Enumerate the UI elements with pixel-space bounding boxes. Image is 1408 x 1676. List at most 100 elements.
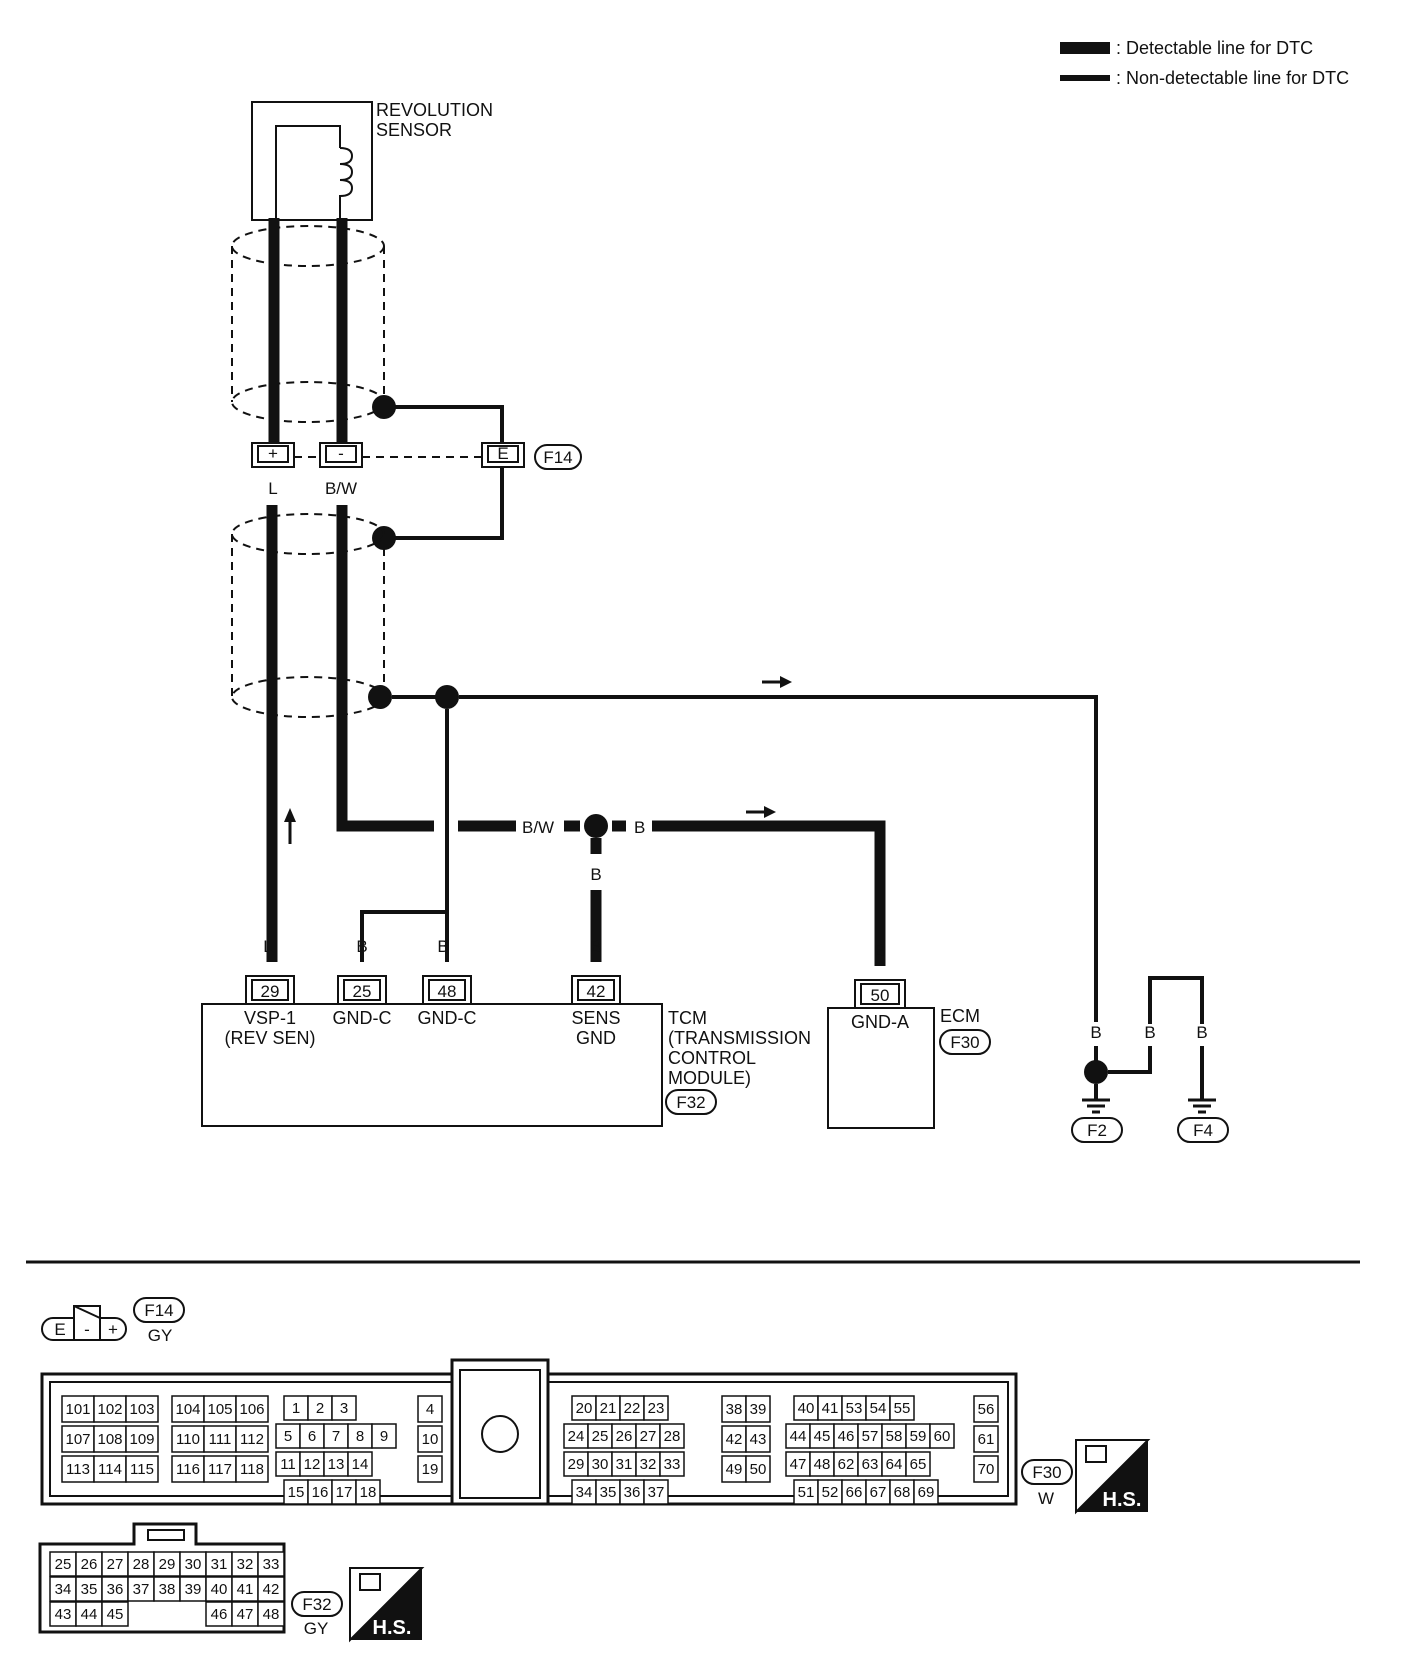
connector-f14: + - E F14 — [251, 442, 582, 470]
pin-cell — [101, 1601, 129, 1627]
pin-cell — [171, 1425, 205, 1453]
pin-number: 34 — [576, 1484, 593, 1501]
pin-number: 26 — [616, 1428, 633, 1445]
tcm-label-4: MODULE) — [668, 1068, 751, 1088]
pin-number: 7 — [332, 1428, 340, 1445]
pin-number: 46 — [211, 1606, 228, 1623]
pin-number: 16 — [312, 1484, 329, 1501]
pin-number: 42 — [263, 1581, 280, 1598]
pin-cell — [643, 1479, 669, 1505]
wire-label-l: L — [263, 937, 272, 956]
pin-cell — [889, 1479, 915, 1505]
pin-number: 22 — [624, 1400, 641, 1417]
tcm-pin-42-name2: GND — [576, 1028, 616, 1048]
pin-number: 114 — [98, 1461, 122, 1478]
pin-number: 63 — [862, 1456, 879, 1473]
pin-number: 31 — [616, 1456, 633, 1473]
pin-cell — [125, 1395, 159, 1423]
tcm-module: 29 25 48 42 VSP-1 (REV SEN) GND-C GND-C … — [201, 975, 811, 1127]
pin-cell — [153, 1551, 181, 1577]
wire-ground-link — [1108, 1046, 1152, 1074]
pin-number: 21 — [600, 1400, 617, 1417]
pin-number: 44 — [81, 1606, 98, 1623]
connector-icon — [1085, 1445, 1107, 1463]
wire-label-bw-lower: B/W — [522, 818, 554, 837]
pin-cell — [721, 1455, 747, 1483]
pin-cell — [75, 1601, 103, 1627]
ecm-connector-id: F30 — [950, 1033, 979, 1052]
f14-face-color: GY — [148, 1326, 173, 1345]
pin-number: 44 — [790, 1428, 807, 1445]
pin-number: 33 — [664, 1456, 681, 1473]
pin-cell — [323, 1423, 349, 1449]
pin-cell — [857, 1451, 883, 1477]
f14-face-id: F14 — [144, 1301, 173, 1320]
pin-number: 9 — [380, 1428, 388, 1445]
pin-number: 101 — [65, 1401, 90, 1418]
pin-cell — [595, 1479, 621, 1505]
pin-number: 51 — [798, 1484, 815, 1501]
sensor-label-2: SENSOR — [376, 120, 452, 140]
connector-f14-face: E - + F14 GY — [41, 1297, 185, 1345]
pin-number: 38 — [159, 1581, 176, 1598]
pin-cell — [659, 1423, 685, 1449]
pin-number: 65 — [910, 1456, 927, 1473]
tcm-label-2: (TRANSMISSION — [668, 1028, 811, 1048]
pin-cell — [235, 1425, 269, 1453]
pin-number: 48 — [263, 1606, 280, 1623]
pin-cell — [203, 1395, 237, 1423]
wire-label-b: B — [634, 818, 645, 837]
pin-number: 43 — [750, 1431, 767, 1448]
pin-cell — [257, 1576, 285, 1602]
pin-cell — [231, 1601, 259, 1627]
pin-number: 36 — [624, 1484, 641, 1501]
legend-detectable-text: : Detectable line for DTC — [1116, 38, 1313, 58]
pin-number: 26 — [81, 1556, 98, 1573]
tcm-pin-25-name: GND-C — [333, 1008, 392, 1028]
pin-number: 15 — [288, 1484, 305, 1501]
tcm-pin-29: 29 — [261, 982, 280, 1001]
pin-cell — [793, 1479, 819, 1505]
pin-cell — [205, 1551, 233, 1577]
pin-number: 57 — [862, 1428, 879, 1445]
pin-number: 19 — [422, 1461, 439, 1478]
pin-cell — [635, 1451, 661, 1477]
f32-face-id: F32 — [302, 1595, 331, 1614]
f30-face-color: W — [1038, 1489, 1054, 1508]
tcm-connector-id: F32 — [676, 1093, 705, 1112]
legend: : Detectable line for DTC : Non-detectab… — [1060, 38, 1349, 88]
pin-number: 106 — [239, 1401, 264, 1418]
pin-number: 2 — [316, 1400, 324, 1417]
pin-cell — [257, 1601, 285, 1627]
wire-b-to-ecm — [652, 820, 886, 966]
pin-cell — [235, 1455, 269, 1483]
pin-number: 18 — [360, 1484, 377, 1501]
pin-number: 14 — [352, 1456, 369, 1473]
pin-cell — [125, 1455, 159, 1483]
pin-number: 31 — [211, 1556, 228, 1573]
pin-cell — [371, 1423, 397, 1449]
pin-cell — [563, 1451, 589, 1477]
sensor-label-1: REVOLUTION — [376, 100, 493, 120]
ground-f4-id: F4 — [1193, 1121, 1213, 1140]
pin-number: 40 — [211, 1581, 228, 1598]
legend-non-detectable-text: : Non-detectable line for DTC — [1116, 68, 1349, 88]
pin-cell — [275, 1423, 301, 1449]
pin-cell — [347, 1451, 373, 1477]
pin-cell — [275, 1451, 301, 1477]
pin-cell — [257, 1551, 285, 1577]
tcm-pin-42-name: SENS — [571, 1008, 620, 1028]
pin-number: 48 — [814, 1456, 831, 1473]
pin-number: 105 — [207, 1401, 232, 1418]
pin-number: 28 — [664, 1428, 681, 1445]
pin-number: 13 — [328, 1456, 345, 1473]
pin-cell — [355, 1479, 381, 1505]
pin-number: 29 — [159, 1556, 176, 1573]
ecm-pin-50: 50 — [871, 986, 890, 1005]
pin-number: 24 — [568, 1428, 585, 1445]
pin-number: 3 — [340, 1400, 348, 1417]
f32-hs-label: H.S. — [373, 1617, 412, 1639]
